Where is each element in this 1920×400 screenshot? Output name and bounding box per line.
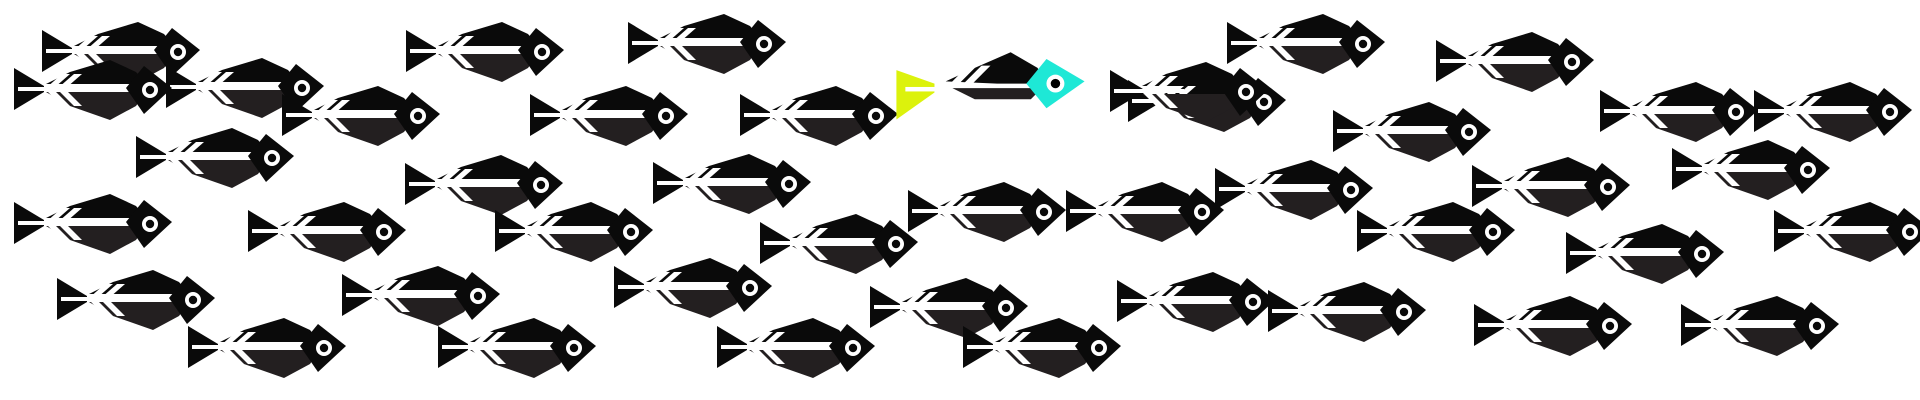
fish-icon <box>406 22 564 82</box>
fish-icon <box>1227 14 1385 74</box>
fish-icon <box>963 318 1121 378</box>
fish-icon <box>653 154 811 214</box>
fish-icon <box>1268 282 1426 342</box>
fish-icon <box>495 202 653 262</box>
fish-icon <box>1215 160 1373 220</box>
fish-icon <box>57 270 215 330</box>
fish-icon <box>1754 82 1912 142</box>
fish-icon <box>1357 202 1515 262</box>
fish-icon <box>908 182 1066 242</box>
fish-icon <box>188 318 346 378</box>
fish-icon <box>1333 102 1491 162</box>
fish-icon <box>1681 296 1839 356</box>
fish-icon <box>614 258 772 318</box>
fish-icon <box>1672 140 1830 200</box>
fish-icon <box>1117 272 1275 332</box>
fish-icon <box>1774 202 1920 262</box>
fish-icon <box>717 318 875 378</box>
fish-icon <box>136 128 294 188</box>
fish-icon <box>628 14 786 74</box>
fish-icon <box>405 155 563 215</box>
fish-icon <box>438 318 596 378</box>
fish-icon <box>870 278 1028 338</box>
fish-icon <box>740 86 898 146</box>
odd-fish-body <box>945 52 1047 84</box>
fish-icon <box>1066 182 1224 242</box>
odd-fish <box>896 52 1085 120</box>
fish-icon <box>530 86 688 146</box>
odd-fish-group <box>896 52 1085 120</box>
fish-icon <box>760 214 918 274</box>
fish-icon <box>1566 224 1724 284</box>
fish-icon <box>1600 82 1758 142</box>
fish-icon <box>1474 296 1632 356</box>
fish-icon <box>14 194 172 254</box>
fish-icon <box>1472 157 1630 217</box>
fish-icon <box>248 202 406 262</box>
fish-icon <box>1436 32 1594 92</box>
fish-icon <box>342 266 500 326</box>
odd-fish-tail <box>896 70 935 120</box>
